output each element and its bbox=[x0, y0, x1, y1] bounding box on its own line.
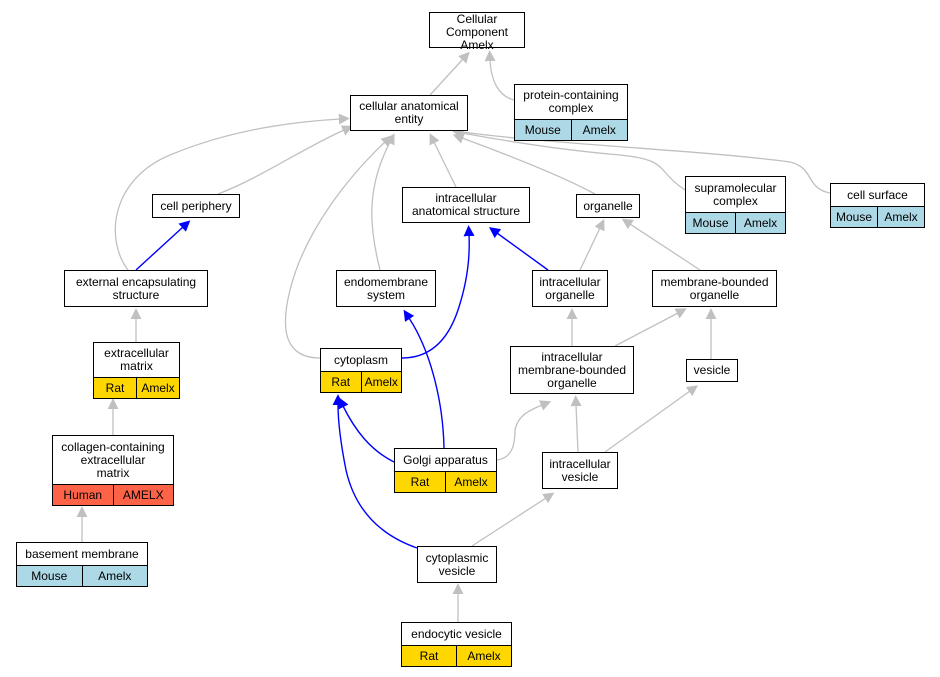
node-label: intracellular organelle bbox=[539, 274, 601, 302]
node-label: vesicle bbox=[693, 363, 731, 377]
node-label: Golgi apparatus bbox=[403, 452, 488, 467]
edge-protein-containing-complex-to-cellular-component bbox=[484, 50, 515, 101]
node-cytoplasmic-vesicle[interactable]: cytoplasmic vesicle bbox=[417, 546, 497, 583]
edge-external-encapsulating-structure-to-cell-periphery bbox=[135, 220, 191, 271]
node-label: cell periphery bbox=[160, 198, 232, 213]
edge-golgi-apparatus-to-endomembrane-system bbox=[403, 309, 445, 449]
species-cell: Rat bbox=[94, 378, 136, 398]
node-label: basement membrane bbox=[25, 546, 139, 561]
node-label: cytoplasm bbox=[333, 352, 389, 367]
edge-intracellular-organelle-to-intracellular-anatomical-structure bbox=[488, 227, 549, 271]
node-vesicle[interactable]: vesicle bbox=[686, 359, 738, 382]
edge-intracellular-organelle-to-organelle bbox=[579, 219, 605, 271]
node-supramolecular-complex[interactable]: supramolecular complex Mouse Amelx bbox=[685, 176, 786, 234]
edge-golgi-apparatus-to-cytoplasm bbox=[338, 397, 395, 463]
gene-cell: AMELX bbox=[112, 485, 173, 505]
node-label: supramolecular complex bbox=[694, 180, 777, 208]
annotation-row: Rat Amelx bbox=[395, 471, 496, 492]
species-cell: Mouse bbox=[686, 213, 735, 233]
node-label: intracellular anatomical structure bbox=[411, 191, 521, 218]
species-cell: Mouse bbox=[17, 566, 82, 586]
node-label: endomembrane system bbox=[343, 274, 429, 302]
edge-golgi-apparatus-to-intracellular-membrane-bounded-organelle bbox=[496, 400, 552, 461]
node-basement-membrane[interactable]: basement membrane Mouse Amelx bbox=[16, 542, 148, 587]
edge-intracellular-anatomical-structure-to-cellular-anatomical-entity bbox=[429, 133, 457, 188]
node-label: cytoplasmic vesicle bbox=[425, 550, 489, 578]
node-cell-surface[interactable]: cell surface Mouse Amelx bbox=[830, 183, 925, 228]
node-organelle[interactable]: organelle bbox=[576, 194, 640, 218]
node-label: endocytic vesicle bbox=[411, 626, 502, 641]
annotation-row: Rat Amelx bbox=[321, 371, 401, 392]
species-cell: Rat bbox=[395, 472, 445, 492]
node-cellular-component[interactable]: Cellular Component Amelx bbox=[429, 12, 525, 52]
node-extracellular-matrix[interactable]: extracellular matrix Rat Amelx bbox=[93, 342, 180, 399]
node-protein-containing-complex[interactable]: protein-containing complex Mouse Amelx bbox=[514, 84, 628, 141]
species-cell: Mouse bbox=[831, 207, 877, 227]
edge-membrane-bounded-organelle-to-organelle bbox=[621, 218, 701, 271]
species-cell: Rat bbox=[321, 372, 361, 392]
edge-intracellular-vesicle-to-vesicle bbox=[604, 385, 699, 453]
species-cell: Human bbox=[53, 485, 113, 505]
node-label: extracellular matrix bbox=[104, 346, 169, 373]
edge-cell-periphery-to-cellular-anatomical-entity bbox=[217, 125, 354, 195]
node-endocytic-vesicle[interactable]: endocytic vesicle Rat Amelx bbox=[401, 622, 512, 667]
species-cell: Mouse bbox=[515, 120, 571, 140]
node-cell-periphery[interactable]: cell periphery bbox=[152, 194, 240, 218]
node-golgi-apparatus[interactable]: Golgi apparatus Rat Amelx bbox=[394, 448, 497, 493]
node-cellular-anatomical-entity[interactable]: cellular anatomical entity bbox=[350, 95, 468, 131]
node-intracellular-organelle[interactable]: intracellular organelle bbox=[532, 270, 608, 307]
node-label: Cellular Component Amelx bbox=[445, 12, 509, 52]
edge-endomembrane-system-to-cellular-anatomical-entity bbox=[371, 133, 395, 271]
gene-cell: Amelx bbox=[877, 207, 924, 227]
annotation-row: Mouse Amelx bbox=[686, 212, 785, 233]
gene-cell: Amelx bbox=[570, 120, 627, 140]
gene-cell: Amelx bbox=[81, 566, 147, 586]
edge-cytoplasm-to-cellular-anatomical-entity bbox=[284, 135, 393, 359]
node-intracellular-anatomical-structure[interactable]: intracellular anatomical structure bbox=[402, 187, 530, 223]
node-label: cellular anatomical entity bbox=[359, 99, 459, 126]
annotation-row: Human AMELX bbox=[53, 484, 173, 505]
node-intracellular-membrane-bounded-organelle[interactable]: intracellular membrane-bounded organelle bbox=[510, 346, 634, 394]
gene-cell: Amelx bbox=[735, 213, 785, 233]
gene-cell: Amelx bbox=[445, 472, 496, 492]
node-collagen-containing-extracellular-matrix[interactable]: collagen-containing extracellular matrix… bbox=[52, 435, 174, 506]
gene-cell: Amelx bbox=[136, 378, 179, 398]
node-label: membrane-bounded organelle bbox=[660, 274, 769, 302]
gene-cell: Amelx bbox=[360, 372, 401, 392]
edge-supramolecular-complex-to-cellular-anatomical-entity bbox=[452, 127, 686, 191]
node-label: external encapsulating structure bbox=[75, 274, 197, 302]
edge-organelle-to-cellular-anatomical-entity bbox=[452, 133, 596, 195]
node-label: organelle bbox=[583, 198, 633, 213]
edge-cellular-anatomical-entity-to-cellular-component bbox=[429, 51, 470, 96]
edge-external-encapsulating-structure-to-cellular-anatomical-entity bbox=[114, 113, 350, 271]
annotation-row: Rat Amelx bbox=[94, 377, 179, 398]
edge-intracellular-membrane-bounded-organelle-to-membrane-bounded-organelle bbox=[614, 308, 687, 347]
node-cytoplasm[interactable]: cytoplasm Rat Amelx bbox=[320, 348, 402, 393]
node-label: protein-containing complex bbox=[523, 88, 619, 115]
node-external-encapsulating-structure[interactable]: external encapsulating structure bbox=[64, 270, 208, 307]
node-intracellular-vesicle[interactable]: intracellular vesicle bbox=[542, 452, 618, 489]
edge-cytoplasmic-vesicle-to-cytoplasm bbox=[332, 394, 418, 549]
edge-cytoplasm-to-intracellular-anatomical-structure bbox=[401, 225, 475, 359]
node-label: cell surface bbox=[847, 187, 908, 202]
annotation-row: Rat Amelx bbox=[402, 645, 511, 666]
annotation-row: Mouse Amelx bbox=[831, 206, 924, 227]
node-membrane-bounded-organelle[interactable]: membrane-bounded organelle bbox=[652, 270, 777, 307]
gene-cell: Amelx bbox=[456, 646, 511, 666]
species-cell: Rat bbox=[402, 646, 456, 666]
node-label: collagen-containing extracellular matrix bbox=[61, 439, 165, 480]
node-endomembrane-system[interactable]: endomembrane system bbox=[336, 270, 436, 307]
annotation-row: Mouse Amelx bbox=[515, 119, 627, 140]
node-label: intracellular membrane-bounded organelle bbox=[517, 349, 627, 390]
node-label: intracellular vesicle bbox=[549, 456, 611, 484]
edge-cytoplasmic-vesicle-to-intracellular-vesicle bbox=[471, 492, 555, 547]
annotation-row: Mouse Amelx bbox=[17, 565, 147, 586]
edge-intracellular-vesicle-to-intracellular-membrane-bounded-organelle bbox=[570, 395, 582, 453]
